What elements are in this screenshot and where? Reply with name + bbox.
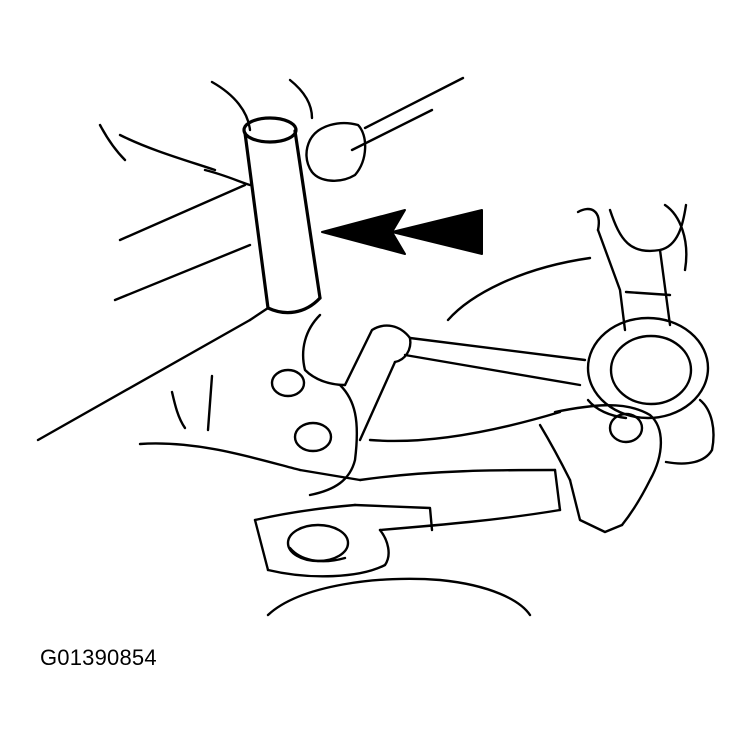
shift-fork — [576, 203, 715, 465]
direction-arrow-icon — [321, 209, 483, 255]
technician-hand — [98, 76, 465, 302]
detent-bracket — [253, 404, 662, 617]
pin-tool — [242, 116, 322, 315]
shift-lever — [343, 256, 592, 482]
figure-code-label: G01390854 — [40, 645, 157, 670]
transmission-case — [36, 306, 362, 497]
